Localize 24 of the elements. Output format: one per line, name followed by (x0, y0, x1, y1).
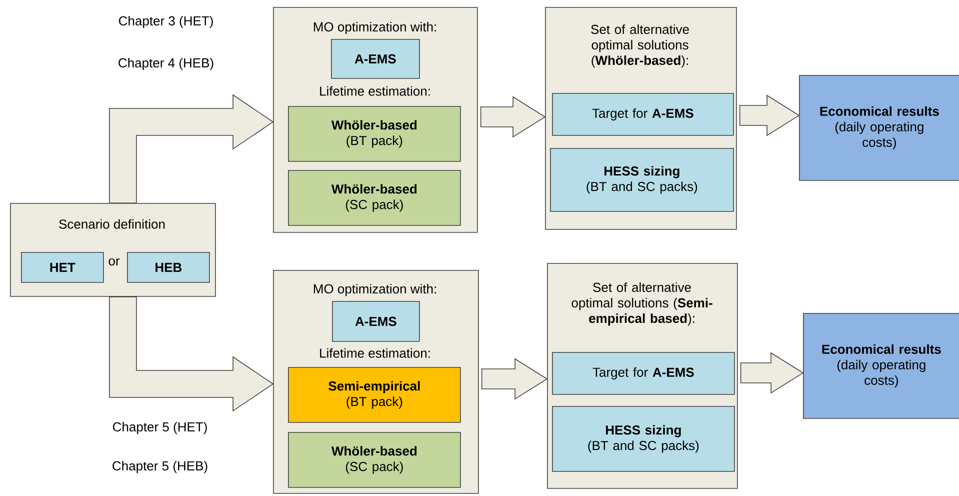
solution-box: HESS sizing (BT and SC packs) (552, 406, 735, 472)
block-arrow (739, 94, 800, 136)
method-box: Whöler-based (BT pack) (288, 106, 461, 162)
chapter-label: Chapter 5 (HET) (112, 422, 207, 434)
option-box: HET (21, 252, 104, 283)
chapter-label: Chapter 4 (HEB) (118, 58, 214, 70)
chapter-label: Chapter 3 (HET) (118, 16, 213, 28)
method-box: Semi-empirical (BT pack) (288, 367, 461, 423)
option-box: HEB (127, 252, 210, 283)
block-arrow (740, 352, 804, 394)
block-arrow (480, 96, 546, 138)
solution-box: Target for A-EMS (552, 93, 734, 136)
block-arrow (109, 94, 274, 204)
method-box: Whöler-based (SC pack) (288, 432, 461, 488)
chapter-label: Chapter 5 (HEB) (112, 460, 208, 474)
method-box: A-EMS (331, 39, 420, 79)
solution-box: Target for A-EMS (552, 352, 735, 395)
block-arrow (109, 296, 274, 412)
method-box: Whöler-based (SC pack) (288, 170, 461, 226)
method-box: A-EMS (332, 301, 420, 342)
solution-box: HESS sizing (BT and SC packs) (550, 148, 734, 212)
results-box: Economical results (daily operating costs) (799, 75, 959, 181)
results-box: Economical results (daily operating costs) (803, 313, 959, 419)
block-arrow (481, 358, 548, 400)
